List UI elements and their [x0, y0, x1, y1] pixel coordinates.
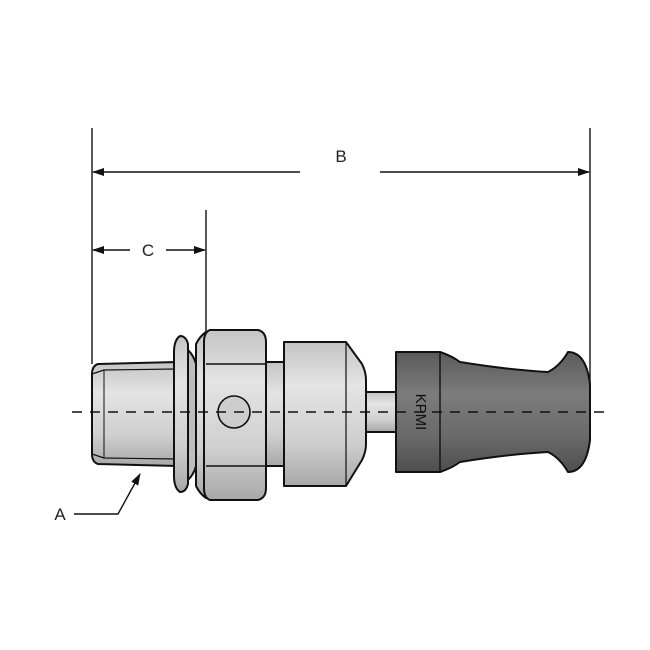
thread-label: A: [54, 505, 66, 524]
leader-a-line: [74, 473, 141, 515]
neck-collar: [265, 361, 285, 467]
dimension-b-label: B: [335, 147, 346, 166]
cone-shoulder: [283, 341, 367, 487]
flange-ring: [173, 335, 189, 493]
groove: [187, 349, 197, 481]
dimension-c-label: C: [142, 241, 154, 260]
pull-stud-body: [91, 329, 591, 501]
leader-a: [74, 473, 141, 515]
threaded-shank: [91, 361, 179, 467]
